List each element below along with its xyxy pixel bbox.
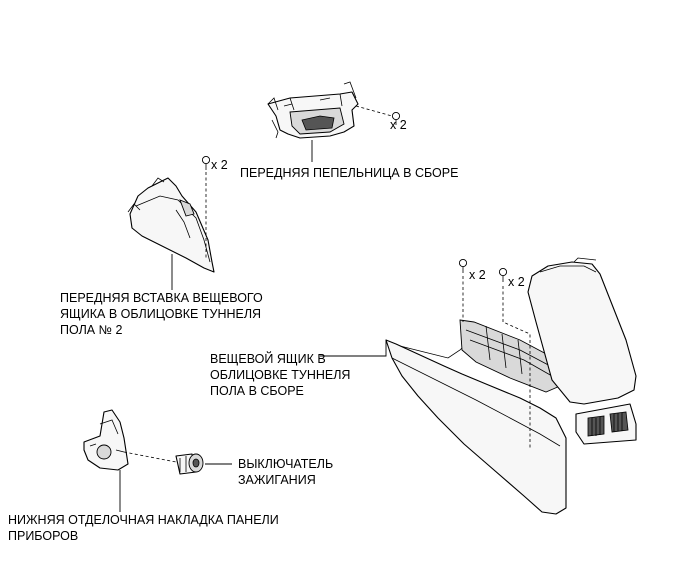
lower-panel-part — [83, 409, 129, 471]
insert-screw-count: x 2 — [211, 158, 228, 172]
ashtray-label: ПЕРЕДНЯЯ ПЕПЕЛЬНИЦА В СБОРЕ — [240, 166, 459, 180]
ignition-switch-part — [175, 453, 204, 475]
switch-line — [123, 451, 177, 463]
lower-panel-label: НИЖНЯЯ ОТДЕЛОЧНАЯ НАКЛАДКА ПАНЕЛИ ПРИБОР… — [8, 513, 279, 543]
console-screw-right — [498, 267, 508, 282]
console-screw-left — [458, 258, 468, 273]
ignition-switch-label: ВЫКЛЮЧАТЕЛЬ ЗАЖИГАНИЯ — [238, 457, 334, 487]
insert-screw — [201, 155, 211, 170]
console-box-part — [385, 257, 637, 515]
console-screw-line-right — [502, 286, 531, 450]
ashtray-screw — [391, 111, 401, 125]
ashtray-screw-count: x 2 — [390, 118, 407, 132]
ashtray-screw-line — [355, 105, 393, 117]
console-leader — [320, 340, 387, 357]
console-screw-count-left: x 2 — [469, 268, 486, 282]
front-insert-label: ПЕРЕДНЯЯ ВСТАВКА ВЕЩЕВОГО ЯЩИКА В ОБЛИЦО… — [60, 291, 263, 337]
console-screw-count-right: x 2 — [508, 275, 525, 289]
console-box-label: ВЕЩЕВОЙ ЯЩИК В ОБЛИЦОВКЕ ТУННЕЛЯ ПОЛА В … — [210, 352, 351, 398]
front-insert-part — [127, 177, 215, 273]
front-ashtray-assembly — [267, 81, 359, 139]
